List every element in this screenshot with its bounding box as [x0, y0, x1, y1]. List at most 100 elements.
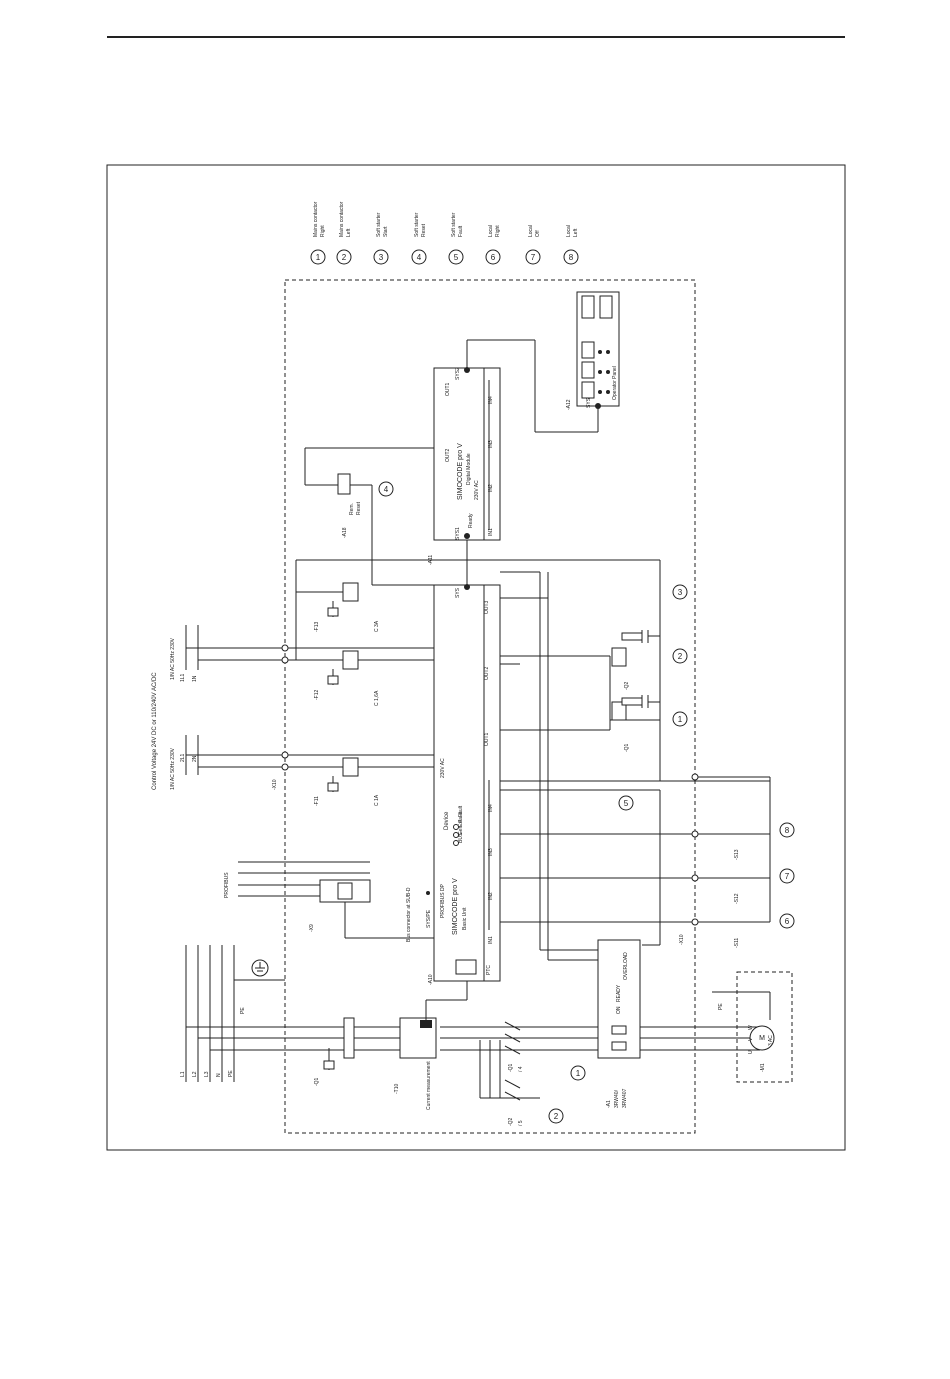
- svg-text:7: 7: [785, 872, 790, 881]
- svg-text:Fault: Fault: [458, 225, 464, 237]
- svg-text:C 1,6A: C 1,6A: [374, 690, 380, 706]
- svg-text:W: W: [748, 1025, 754, 1030]
- svg-text:Soft starter: Soft starter: [414, 212, 420, 237]
- svg-text:PE: PE: [228, 1070, 234, 1077]
- svg-text:3: 3: [678, 588, 683, 597]
- control-voltage-label: Control Voltage 24V DC or 110/240V AC/DC: [152, 672, 158, 790]
- reset-button: -A18 Rem. Reset: [337, 473, 362, 538]
- svg-text:L2: L2: [192, 1071, 198, 1077]
- svg-text:Start: Start: [383, 226, 389, 237]
- svg-text:-Q1: -Q1: [624, 743, 630, 752]
- svg-text:Reset: Reset: [421, 223, 427, 237]
- svg-text:Local: Local: [528, 225, 534, 237]
- local-switches: -S11 -S12 -S13 -X10: [679, 773, 771, 948]
- svg-text:-F11: -F11: [314, 796, 320, 806]
- ref-circle-2-coil: 2: [672, 648, 688, 664]
- svg-text:Rem.: Rem.: [349, 503, 355, 515]
- svg-text:Gen. Fault: Gen. Fault: [458, 811, 464, 835]
- svg-text:2: 2: [678, 652, 683, 661]
- legend-line2: Right: [320, 225, 326, 237]
- svg-text:/ 5: / 5: [518, 1120, 524, 1126]
- svg-text:4: 4: [384, 485, 389, 494]
- svg-text:V: V: [748, 1037, 754, 1041]
- legend-item-6: 6 Local Right: [485, 225, 501, 265]
- breaker-q1: -Q1: [314, 1017, 355, 1086]
- basic-unit: SIMOCODE pro V Basic Unit 230V AC Device…: [426, 555, 501, 985]
- svg-text:-Q1: -Q1: [314, 1077, 320, 1086]
- current-measurement: Current measurement -T10: [394, 981, 468, 1110]
- legend-line1: Mains contactor: [313, 201, 319, 237]
- svg-text:5: 5: [454, 253, 459, 262]
- svg-text:Ready: Ready: [468, 513, 474, 528]
- svg-text:3RW407: 3RW407: [622, 1088, 628, 1108]
- svg-text:-Q2: -Q2: [624, 681, 630, 690]
- svg-text:4: 4: [417, 253, 422, 262]
- soft-starter: -A1 3RW40/ 3RW407 OVERLOAD READY ON: [597, 939, 641, 1108]
- svg-text:ON: ON: [616, 1006, 622, 1014]
- svg-text:2L1: 2L1: [180, 753, 186, 762]
- svg-text:Mains contactor: Mains contactor: [339, 201, 345, 237]
- svg-text:Basic Unit: Basic Unit: [462, 907, 468, 930]
- contactor-q2: -Q2 / 5 2: [479, 1040, 564, 1126]
- svg-text:OUT1: OUT1: [484, 732, 490, 746]
- svg-text:-S11: -S11: [734, 938, 740, 948]
- basic-unit-title: SIMOCODE pro V: [452, 878, 459, 935]
- legend-item-1: 1 Mains contactor Right: [310, 201, 326, 265]
- digital-module: SIMOCODE pro V Digital Module 230V AC SY…: [433, 367, 501, 541]
- svg-text:IN4: IN4: [488, 396, 494, 404]
- svg-text:Ext. Fault: Ext. Fault: [458, 805, 464, 827]
- svg-text:Local: Local: [488, 225, 494, 237]
- svg-text:SYS: SYS: [586, 397, 592, 408]
- diagram-frame: [106, 164, 846, 1151]
- svg-text:OUT3: OUT3: [484, 600, 490, 614]
- svg-text:-Q2: -Q2: [508, 1117, 514, 1126]
- svg-text:OUT1: OUT1: [445, 382, 451, 396]
- legend-item-4: 4 Soft starter Reset: [411, 212, 427, 265]
- svg-text:IN1: IN1: [488, 936, 494, 944]
- ref-circle-6: 6: [779, 913, 795, 929]
- svg-text:2: 2: [554, 1112, 559, 1121]
- svg-text:PTC: PTC: [486, 965, 492, 975]
- page-top-rule: [107, 36, 845, 38]
- svg-text:SYS2: SYS2: [455, 367, 461, 380]
- svg-text:SYS/PE: SYS/PE: [426, 909, 432, 928]
- svg-text:1: 1: [678, 715, 683, 724]
- svg-text:2N: 2N: [192, 755, 198, 762]
- svg-text:IN2: IN2: [488, 484, 494, 492]
- svg-text:Current measurement: Current measurement: [426, 1061, 432, 1110]
- svg-text:-M1: -M1: [760, 1063, 766, 1072]
- svg-text:Soft starter: Soft starter: [451, 212, 457, 237]
- legend-item-7: 7 Local Off: [525, 225, 541, 265]
- svg-text:PROFIBUS DP: PROFIBUS DP: [440, 883, 446, 918]
- motor: M 3 AC U V W -M1 PE: [712, 971, 793, 1083]
- svg-text:2: 2: [342, 253, 347, 262]
- svg-text:M: M: [759, 1035, 765, 1042]
- svg-text:OUT2: OUT2: [484, 666, 490, 680]
- terminal-label: -X10: [272, 779, 278, 790]
- fuse-f13: -F13 C 3A: [314, 582, 380, 633]
- legend: 1 Mains contactor Right 2 Mains contacto…: [310, 201, 579, 265]
- svg-text:6: 6: [785, 917, 790, 926]
- svg-text:-X10: -X10: [679, 934, 685, 945]
- ref-circle-8: 8: [779, 822, 795, 838]
- svg-text:Soft starter: Soft starter: [376, 212, 382, 237]
- svg-text:8: 8: [569, 253, 574, 262]
- supply-label-left: 1/N AC 50Hz 230V: [170, 747, 176, 790]
- svg-text:3 AC: 3 AC: [768, 1035, 774, 1046]
- ref-circle-7: 7: [779, 868, 795, 884]
- svg-text:SYS: SYS: [455, 587, 461, 598]
- svg-text:-A1: -A1: [606, 1100, 612, 1108]
- svg-text:7: 7: [531, 253, 536, 262]
- svg-text:IN3: IN3: [488, 440, 494, 448]
- svg-text:3RW40/: 3RW40/: [614, 1089, 620, 1108]
- svg-text:-A11: -A11: [428, 555, 434, 565]
- svg-text:L1: L1: [180, 1071, 186, 1077]
- contactor-q1: -Q1 / 4 1: [504, 1021, 586, 1081]
- svg-text:IN1: IN1: [488, 528, 494, 536]
- svg-text:-A10: -A10: [428, 974, 434, 985]
- svg-text:PE: PE: [240, 1007, 246, 1014]
- svg-text:-F13: -F13: [314, 622, 320, 633]
- svg-text:Bus connector at SUB-D: Bus connector at SUB-D: [406, 887, 412, 942]
- profibus-connector: PROFIBUS Bus connector at SUB-D -X9: [224, 861, 434, 942]
